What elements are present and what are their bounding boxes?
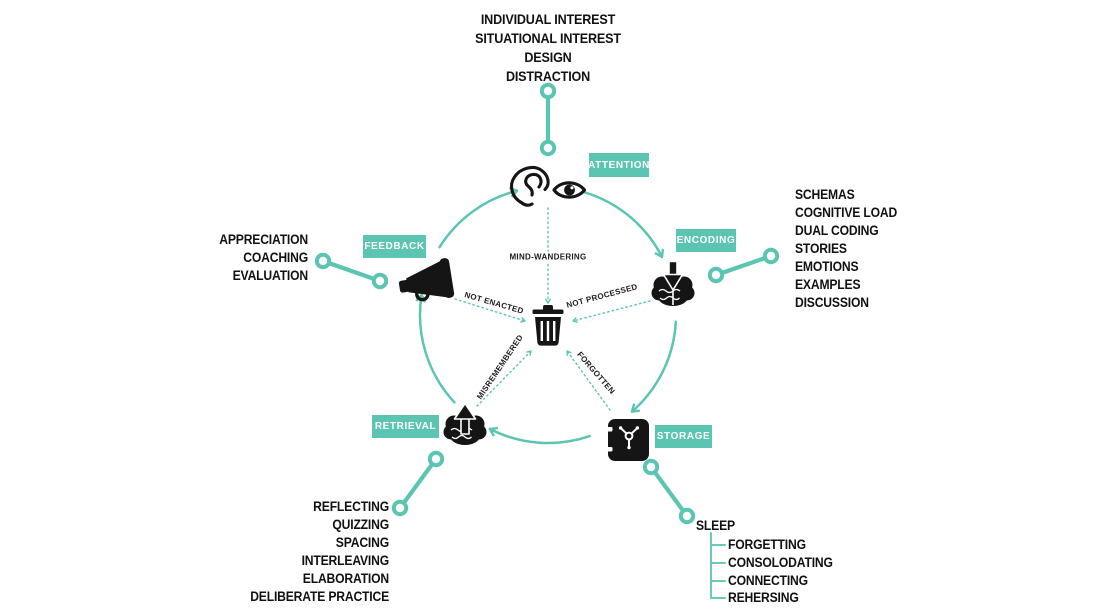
arc-retrieval-to-feedback	[420, 293, 456, 404]
feedback-stage-tag: FEEDBACK	[363, 235, 426, 258]
list-item: SITUATIONAL INTEREST	[475, 30, 621, 46]
misremembered-arrow	[476, 350, 532, 407]
brain-retrieve-icon	[443, 402, 487, 445]
retrieval-factor-list: REFLECTING QUIZZING SPACING INTERLEAVING…	[209, 498, 389, 606]
list-item: REFLECTING	[313, 499, 389, 514]
list-item: CONSOLODATING	[728, 554, 833, 570]
attention-factor-list: INDIVIDUAL INTEREST SITUATIONAL INTEREST…	[449, 10, 647, 86]
callout-connectors	[314, 82, 780, 525]
safe-icon	[605, 419, 649, 461]
list-item: INTERLEAVING	[301, 553, 390, 568]
attention-stage-tag: ATTENTION	[588, 153, 649, 177]
list-item: STORIES	[795, 241, 847, 256]
list-item: FORGETTING	[728, 537, 806, 552]
mind-wandering-label: MIND-WANDERING	[506, 251, 590, 263]
arc-storage-to-retrieval	[488, 429, 591, 445]
encoding-connector	[715, 254, 772, 277]
list-item: DISTRACTION	[505, 68, 591, 84]
list-item: REHERSING	[728, 590, 799, 606]
storage-stage-tag: STORAGE	[655, 425, 712, 448]
encoding-stage-tag: ENCODING	[676, 229, 736, 252]
arc-attention-to-encoding	[575, 189, 662, 259]
ear-icon	[510, 166, 550, 207]
list-item: DUAL CODING	[795, 223, 879, 238]
megaphone-icon	[398, 258, 455, 302]
list-item: CONNECTING	[728, 572, 808, 588]
arc-feedback-to-attention	[438, 191, 519, 249]
not-enacted-arrow	[454, 298, 526, 323]
list-item: EMOTIONS	[795, 259, 859, 274]
cycle-arcs	[420, 189, 678, 445]
feedback-connector	[322, 259, 381, 283]
encoding-factor-list: SCHEMAS COGNITIVE LOAD DUAL CODING STORI…	[795, 186, 897, 312]
retrieval-stage-tag: RETRIEVAL	[372, 415, 439, 438]
list-item: SCHEMAS	[795, 187, 855, 202]
list-item: COACHING	[243, 250, 308, 265]
list-item: DELIBERATE PRACTICE	[250, 589, 389, 604]
storage-connector	[649, 465, 689, 518]
list-item: ELABORATION	[302, 571, 389, 586]
list-item: INDIVIDUAL INTEREST	[480, 11, 616, 27]
list-item: EXAMPLES	[795, 277, 861, 292]
list-item: EVALUATION	[232, 268, 309, 283]
arc-encoding-to-storage	[630, 320, 678, 413]
feedback-factor-list: APPRECIATION COACHING EVALUATION	[164, 231, 308, 285]
list-item: QUIZZING	[332, 517, 389, 532]
list-item: DISCUSSION	[795, 295, 869, 310]
sleep-subtree-lines	[710, 532, 726, 599]
list-item: DESIGN	[524, 49, 572, 65]
storage-factor-sleep: SLEEP	[696, 518, 735, 533]
list-item: SPACING	[335, 535, 389, 550]
storage-subfactor-list: FORGETTING CONSOLODATING CONNECTING REHE…	[728, 536, 833, 607]
retrieval-connector	[398, 457, 438, 510]
not-processed-arrow	[572, 300, 651, 323]
list-item: APPRECIATION	[219, 232, 308, 247]
brain-encode-icon	[651, 260, 695, 306]
list-item: COGNITIVE LOAD	[795, 205, 898, 220]
trash-icon	[532, 305, 564, 346]
forgotten-arrow	[566, 350, 611, 411]
eye-icon	[552, 181, 587, 199]
